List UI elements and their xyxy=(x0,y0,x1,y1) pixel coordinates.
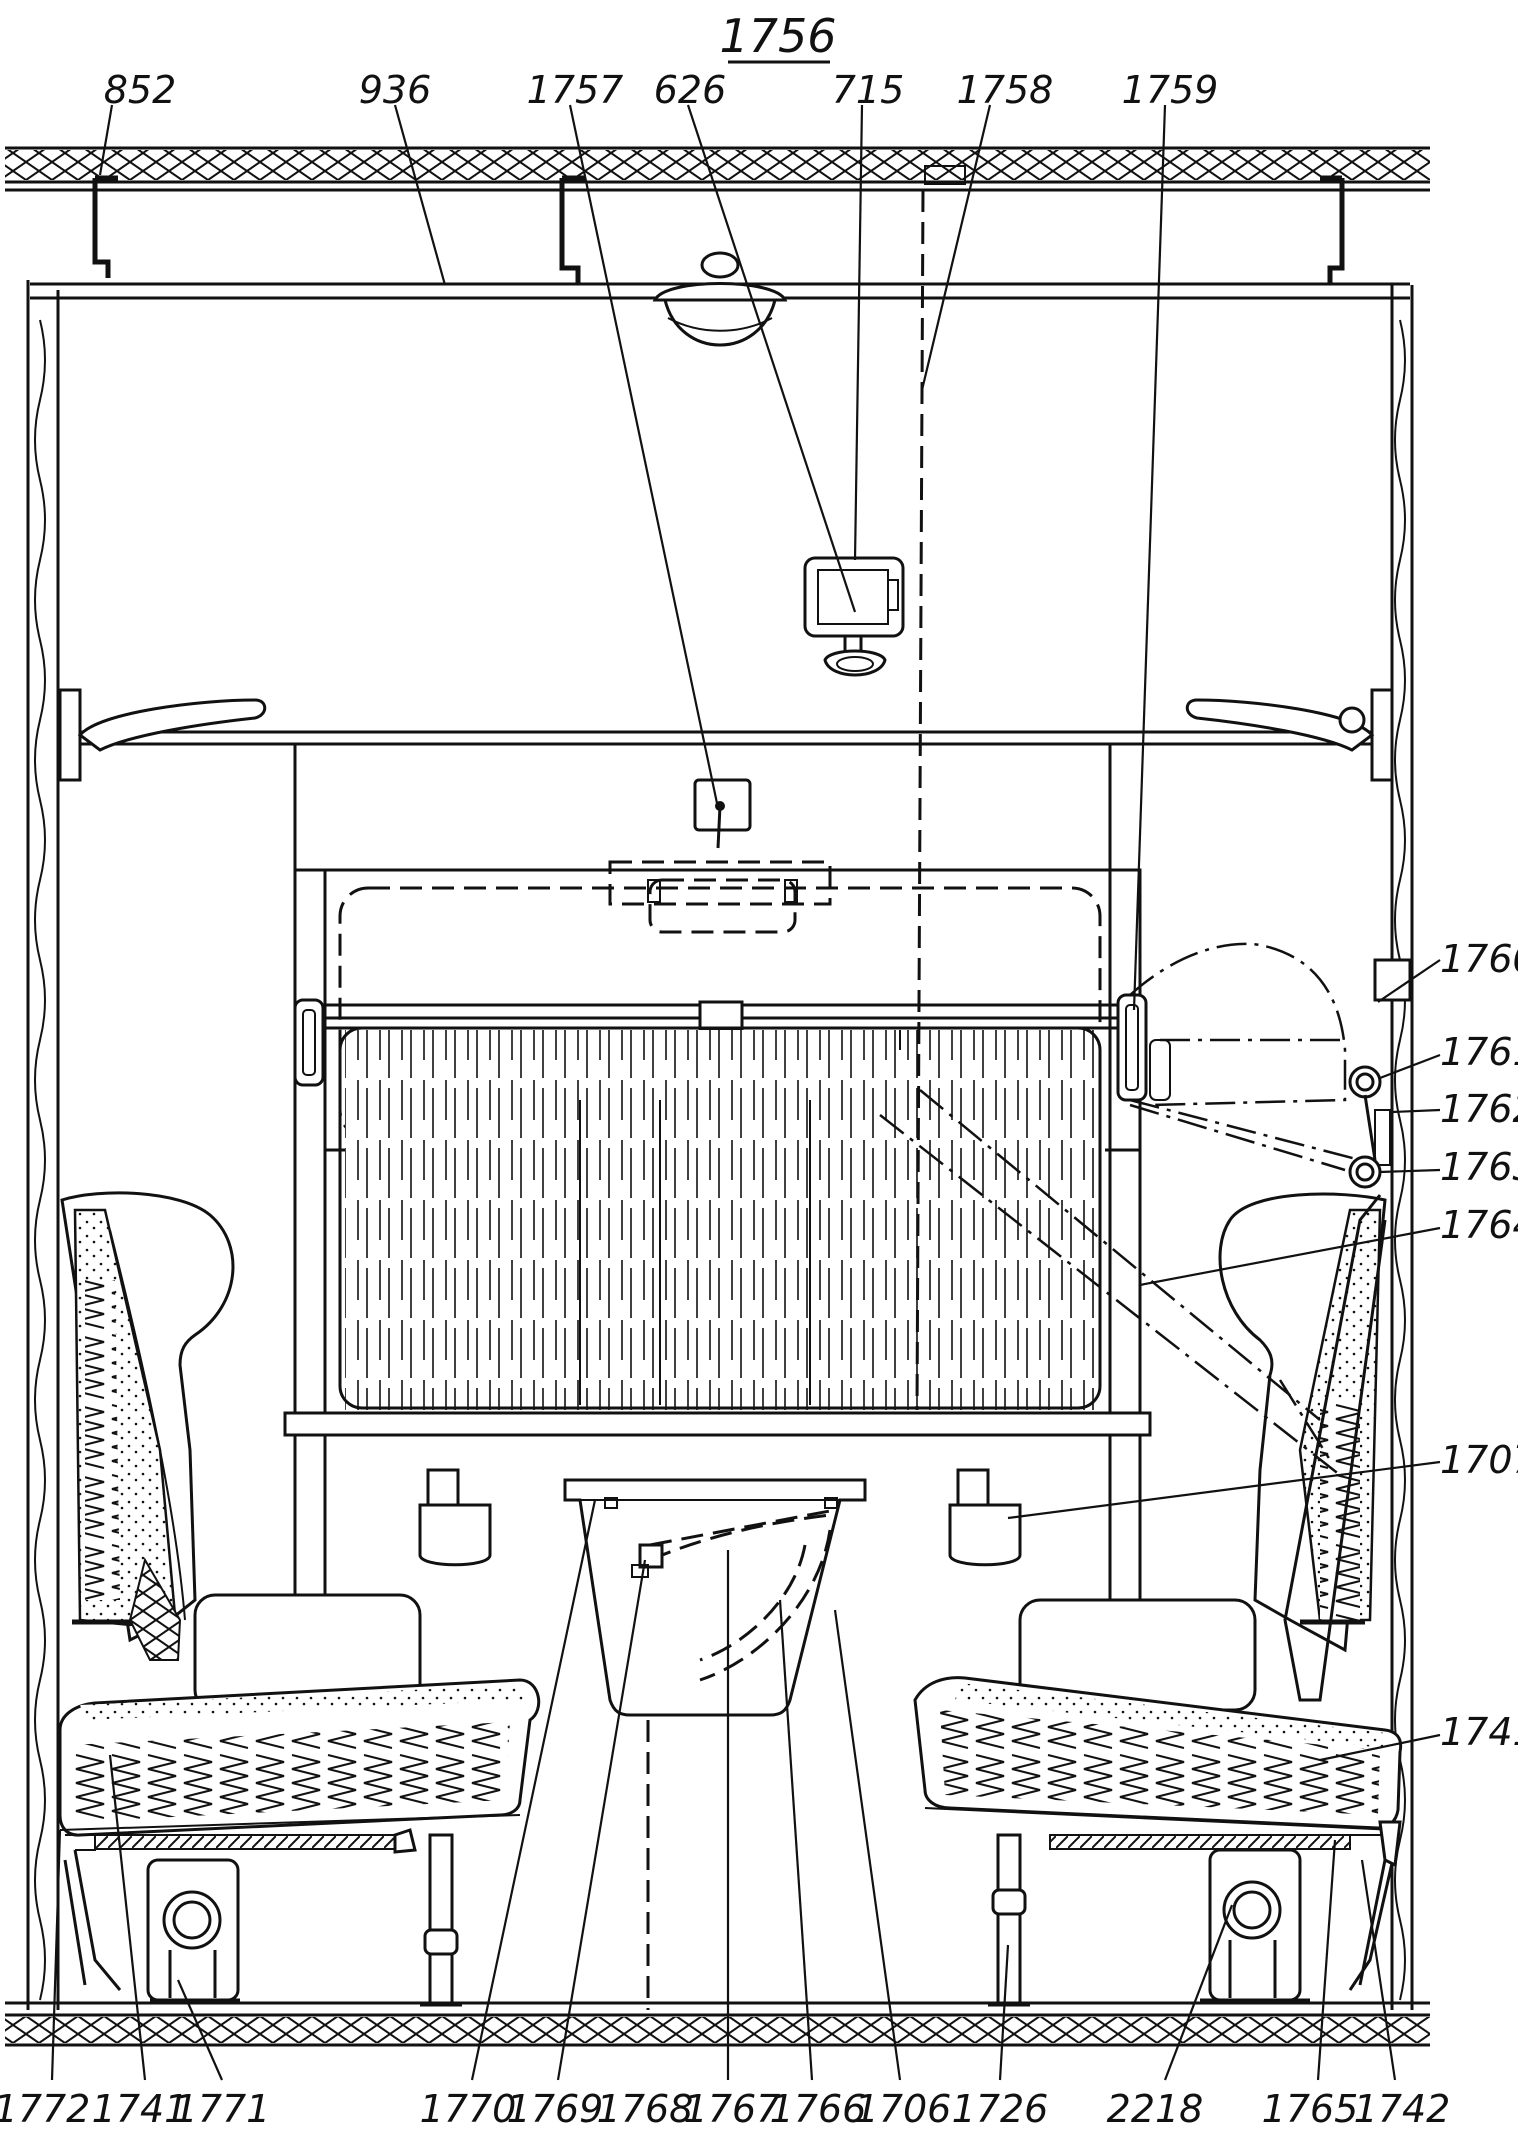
label-1772: 1772 xyxy=(0,2087,90,2131)
roof-stiffeners xyxy=(92,165,1345,284)
ceiling-lamp xyxy=(652,251,788,347)
coat-hook xyxy=(693,778,752,849)
window xyxy=(293,860,1148,1410)
wall-ashtrays xyxy=(418,1468,1022,1567)
window-sill xyxy=(283,1411,1152,1437)
left-seat-cushion xyxy=(58,1593,541,1854)
label-1760: 1760 xyxy=(1440,937,1518,981)
left-seat-backrest xyxy=(60,1191,235,1661)
label-1767: 1767 xyxy=(684,2087,781,2131)
label-715: 715 xyxy=(832,68,905,112)
right-side-wall xyxy=(1390,285,1414,2010)
floor-panel xyxy=(5,2001,1430,2047)
label-2218: 2218 xyxy=(1107,2087,1204,2131)
centre-dashed-line xyxy=(915,189,925,1411)
label-1707: 1707 xyxy=(1440,1438,1518,1482)
backrest-stowed-outline xyxy=(879,1089,1341,1476)
right-seat-frame xyxy=(988,1820,1402,2007)
label-852: 852 xyxy=(104,68,177,112)
label-1769: 1769 xyxy=(507,2087,604,2131)
label-1726: 1726 xyxy=(952,2087,1049,2131)
leader-lines xyxy=(50,104,1441,2081)
label-1771: 1771 xyxy=(174,2087,271,2131)
left-side-wall xyxy=(26,280,60,2010)
luggage-shelf xyxy=(58,688,1394,782)
label-1759: 1759 xyxy=(1122,68,1219,112)
label-936: 936 xyxy=(359,68,432,112)
top-labels: 852 936 1757 626 715 1758 1759 xyxy=(104,68,1219,112)
label-1742: 1742 xyxy=(1354,2087,1451,2131)
label-1741-right: 1741 xyxy=(1440,1710,1518,1754)
label-626: 626 xyxy=(654,68,727,112)
backrest-swing-path xyxy=(1129,942,1361,1172)
label-1768: 1768 xyxy=(597,2087,694,2131)
label-1758: 1758 xyxy=(957,68,1054,112)
bottom-labels: 1772 1741 1771 1770 1769 1768 1767 1766 … xyxy=(0,2087,1450,2131)
roof-panel xyxy=(5,146,1430,192)
figure-title: 1756 xyxy=(719,9,837,64)
label-1762: 1762 xyxy=(1440,1087,1518,1131)
label-1765: 1765 xyxy=(1262,2087,1359,2131)
right-seat-backrest xyxy=(1218,958,1412,1702)
label-1770: 1770 xyxy=(420,2087,517,2131)
label-1757: 1757 xyxy=(527,68,624,112)
left-seat-frame xyxy=(63,1833,462,2007)
figure-number: 1756 xyxy=(719,9,836,63)
folding-table xyxy=(563,1478,867,1717)
label-1766: 1766 xyxy=(770,2087,867,2131)
label-1741-left: 1741 xyxy=(92,2087,189,2131)
mirror xyxy=(803,556,905,677)
label-1763: 1763 xyxy=(1440,1145,1518,1189)
right-seat-cushion xyxy=(913,1598,1403,1850)
label-1764: 1764 xyxy=(1440,1203,1518,1247)
label-1706: 1706 xyxy=(855,2087,952,2131)
